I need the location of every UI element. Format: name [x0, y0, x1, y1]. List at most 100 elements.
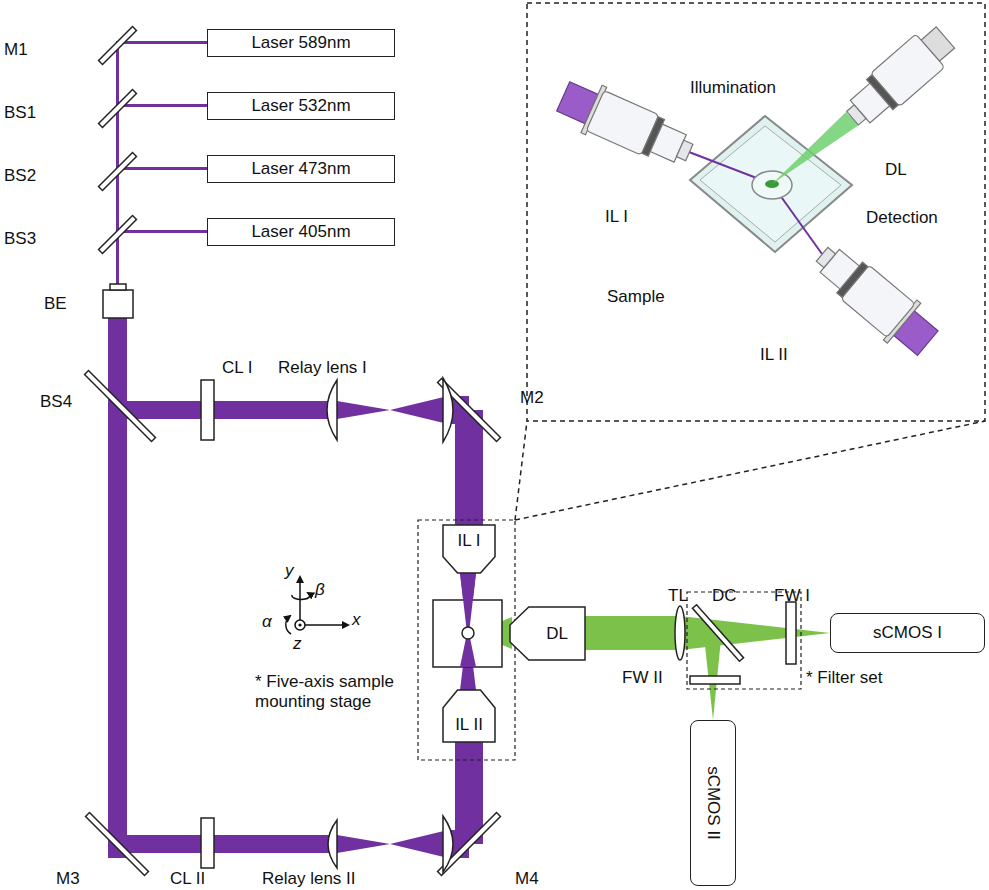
- beam: [337, 835, 390, 853]
- text-holder: Laser 532nm: [208, 93, 394, 119]
- beam-splitter: [101, 155, 134, 188]
- part-label: z: [293, 634, 302, 654]
- text-holder: IL II: [443, 690, 495, 742]
- part-label: x: [352, 610, 361, 630]
- beam: [337, 401, 390, 419]
- node-text: Laser 473nm: [251, 159, 350, 179]
- mirrors: [86, 28, 742, 874]
- cylindrical-lens: [201, 380, 214, 440]
- part-label: IL I: [605, 207, 628, 227]
- node-text: DL: [546, 624, 568, 644]
- node-text: Laser 405nm: [251, 222, 350, 242]
- beam: [390, 830, 448, 858]
- part-label: CL II: [170, 869, 205, 889]
- cylindrical-lens: [201, 818, 214, 868]
- part-label: TL: [668, 586, 688, 606]
- lens: [443, 378, 453, 442]
- node-text: IL II: [455, 715, 483, 735]
- laser-beams: [108, 41, 483, 858]
- part-label: BS2: [4, 166, 36, 186]
- beam: [455, 410, 483, 527]
- part-label: FW II: [622, 668, 663, 688]
- camera-box: sCMOS I: [830, 613, 985, 653]
- part-label: BS1: [4, 103, 36, 123]
- filter-wheel: [690, 676, 740, 684]
- beam-expander: [103, 290, 133, 318]
- part-label: CL I: [222, 358, 253, 378]
- laser-box: Laser 473nm: [207, 155, 395, 183]
- node-text: sCMOS II: [703, 766, 723, 840]
- part-label: BS3: [4, 229, 36, 249]
- laser-box: Laser 532nm: [207, 92, 395, 120]
- part-label: FW I: [774, 586, 810, 606]
- relay-lenses: [327, 378, 685, 872]
- beam-splitter: [100, 91, 135, 126]
- part-label: M3: [56, 869, 80, 889]
- filter-wheel: [786, 602, 796, 664]
- text-holder: DL: [510, 607, 585, 660]
- beam: [585, 616, 680, 650]
- part-label: BS4: [40, 392, 72, 412]
- sample: [462, 627, 474, 639]
- beam: [390, 396, 448, 424]
- part-label: Illumination: [690, 78, 776, 98]
- axis: [295, 620, 305, 630]
- camera-box: sCMOS II: [690, 720, 736, 886]
- beam: [117, 835, 337, 853]
- objective: [553, 73, 700, 177]
- objective-tip: [816, 247, 835, 267]
- lens: [327, 380, 337, 440]
- objective: [838, 21, 960, 135]
- inset-box: [527, 3, 985, 421]
- lens: [443, 816, 453, 872]
- mirror: [88, 815, 146, 873]
- light-sheet: [460, 573, 476, 690]
- illumination-objective: IL II: [443, 690, 495, 742]
- part-label: DL: [885, 160, 907, 180]
- node-text: Laser 589nm: [251, 33, 350, 53]
- zoom-line: [515, 421, 527, 520]
- mirror-fill: [87, 29, 741, 873]
- axes: [286, 577, 348, 634]
- beam: [680, 616, 830, 650]
- part-label: M4: [515, 869, 539, 889]
- objective-tip: [676, 140, 692, 161]
- mirror: [440, 815, 498, 873]
- beam: [117, 401, 337, 419]
- laser-box: Laser 589nm: [207, 29, 395, 57]
- zoom-line: [515, 421, 985, 520]
- part-label: BE: [44, 294, 67, 314]
- inset-illustration: [553, 21, 960, 363]
- beam-expander: [110, 284, 126, 290]
- part-label: M1: [4, 40, 28, 60]
- zoom-lines: [515, 3, 985, 520]
- light-sheet: [460, 573, 476, 667]
- node-text: IL I: [458, 531, 481, 551]
- text-holder: Laser 405nm: [208, 219, 394, 245]
- part-label: Sample: [607, 287, 665, 307]
- beam-splitter: [101, 92, 134, 125]
- laser-box: Laser 405nm: [207, 218, 395, 246]
- node-text: Laser 532nm: [251, 96, 350, 116]
- mirror: [100, 28, 135, 63]
- inset-region: [418, 520, 515, 760]
- text-holder: Laser 589nm: [208, 30, 394, 56]
- part-label: * Filter set: [806, 668, 883, 688]
- beam-splitter: [87, 373, 153, 439]
- beam: [455, 742, 483, 844]
- beam: [116, 41, 207, 44]
- text-holder: sCMOS I: [831, 614, 984, 652]
- objective-shape: [443, 690, 495, 742]
- objective-shape: [443, 525, 495, 573]
- dichroic: [695, 607, 741, 659]
- beam: [116, 167, 207, 170]
- part-label: DC: [712, 586, 737, 606]
- axis: [298, 623, 301, 626]
- text-holder: IL I: [443, 525, 495, 573]
- part-label: Detection: [866, 208, 938, 228]
- emission-cone: [772, 112, 859, 184]
- beam: [703, 627, 721, 720]
- mirror: [87, 814, 147, 874]
